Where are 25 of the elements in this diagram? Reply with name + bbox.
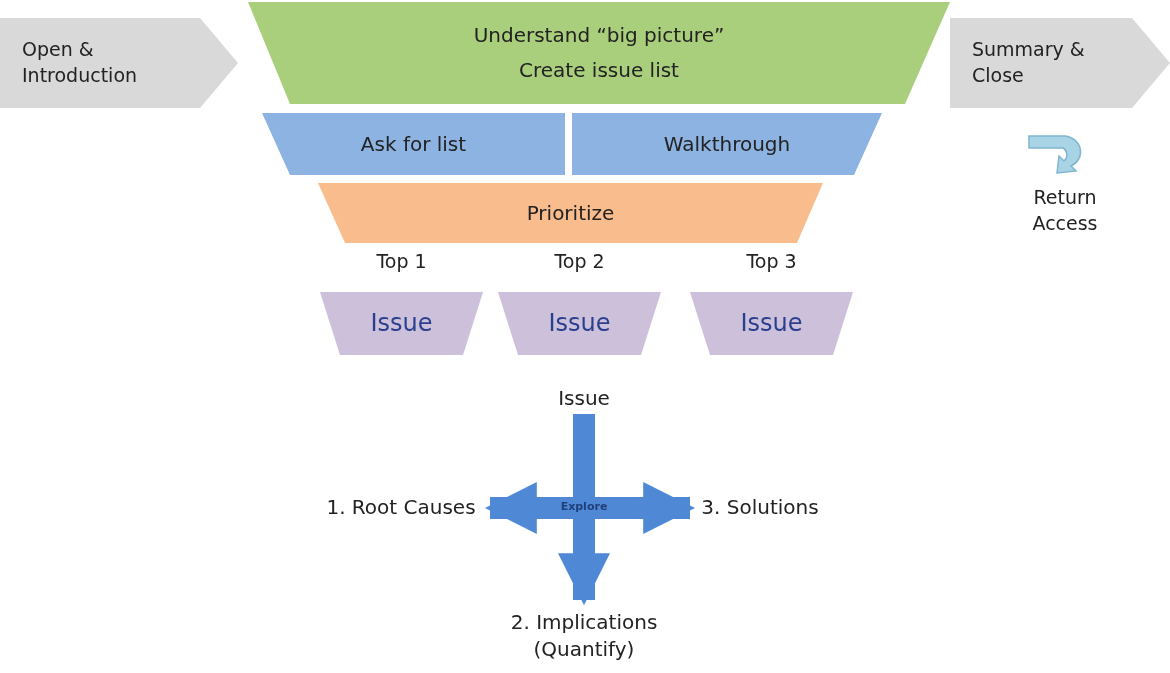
node-text: Issue (740, 308, 803, 340)
funnel-band (318, 183, 823, 243)
node-text: Issue (370, 308, 433, 340)
node-text: Issue (548, 308, 611, 340)
node-text: Open & Introduction (22, 37, 139, 88)
return-label: Return Access (1031, 185, 1099, 236)
node-text: Issue (558, 384, 610, 412)
node-text: Prioritize (526, 199, 615, 227)
node-text: Summary & Close (972, 37, 1086, 88)
funnel-band (572, 113, 882, 175)
rank-label: Top 1 (375, 250, 428, 272)
node-text: Create issue list (519, 57, 679, 84)
funnel-band (248, 2, 950, 104)
node-text: 1. Root Causes (326, 493, 476, 521)
node-text: Ask for list (360, 130, 467, 158)
node-text: Walkthrough (663, 130, 791, 158)
node-text: Understand “big picture” (473, 22, 725, 49)
rank-label: Top 3 (745, 250, 798, 272)
rank-label: Top 2 (553, 250, 606, 272)
funnel-band (262, 113, 565, 175)
node-text: 3. Solutions (701, 493, 819, 521)
stage-arrow (950, 18, 1170, 108)
stage-arrow (0, 18, 238, 108)
node-text: 2. Implications (Quantify) (509, 609, 659, 663)
arrow-label: Explore (559, 500, 609, 515)
